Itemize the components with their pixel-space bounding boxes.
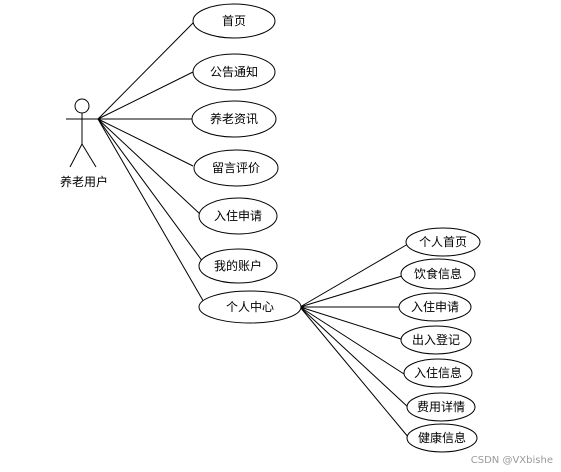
subcase-diet[interactable]: 饮食信息 xyxy=(400,258,476,290)
subcase-checkout-label: 出入登记 xyxy=(412,332,460,347)
usecase-account-label: 我的账户 xyxy=(214,258,262,273)
subcase-checkin-apply[interactable]: 入住申请 xyxy=(398,292,472,322)
subcase-checkin-apply-label: 入住申请 xyxy=(411,300,459,314)
usecase-notice[interactable]: 公告通知 xyxy=(192,53,276,91)
usecase-home-label: 首页 xyxy=(222,14,246,28)
connector-home xyxy=(97,20,196,120)
connector-checkin-info xyxy=(299,306,405,375)
usecase-notice-label: 公告通知 xyxy=(210,65,258,79)
actor-label: 养老用户 xyxy=(60,174,108,189)
connector-checkout xyxy=(299,306,402,340)
watermark: CSDN @VXbishe xyxy=(470,455,553,466)
usecase-news[interactable]: 养老资讯 xyxy=(191,100,277,138)
subcase-checkin-info[interactable]: 入住信息 xyxy=(403,358,473,388)
connector-review xyxy=(97,118,194,167)
connector-fee xyxy=(299,306,410,409)
subcase-diet-label: 饮食信息 xyxy=(414,266,462,281)
usecase-account[interactable]: 我的账户 xyxy=(198,248,278,284)
subcase-checkin-info-label: 入住信息 xyxy=(414,365,462,380)
subcase-health[interactable]: 健康信息 xyxy=(406,423,478,453)
subcase-fee[interactable]: 费用详情 xyxy=(406,392,476,422)
center-connections xyxy=(299,243,410,439)
connector-diet xyxy=(299,275,403,308)
connector-apply xyxy=(97,118,201,215)
connector-health xyxy=(299,306,410,439)
usecase-center-label: 个人中心 xyxy=(226,299,274,314)
connector-center xyxy=(97,118,206,305)
subcase-checkout[interactable]: 出入登记 xyxy=(400,325,472,355)
actor-right-leg xyxy=(81,143,97,168)
connector-notice xyxy=(97,71,194,120)
connector-account xyxy=(97,118,204,263)
usecase-review[interactable]: 留言评价 xyxy=(193,149,279,187)
actor-connections xyxy=(97,20,206,305)
usecase-center[interactable]: 个人中心 xyxy=(198,290,302,324)
subcase-health-label: 健康信息 xyxy=(418,430,466,445)
usecase-news-label: 养老资讯 xyxy=(210,111,258,126)
usecase-review-label: 留言评价 xyxy=(212,161,260,175)
actor-head xyxy=(74,98,90,114)
subcase-fee-label: 费用详情 xyxy=(417,399,465,414)
usecase-apply-label: 入住申请 xyxy=(214,209,262,223)
actor-figure xyxy=(66,98,98,168)
usecase-home[interactable]: 首页 xyxy=(192,3,276,39)
connector-personal-home xyxy=(299,243,409,308)
subcase-personal-home-label: 个人首页 xyxy=(419,235,467,249)
subcase-personal-home[interactable]: 个人首页 xyxy=(405,227,481,257)
usecase-apply[interactable]: 入住申请 xyxy=(198,197,278,235)
actor-left-leg xyxy=(69,143,83,168)
